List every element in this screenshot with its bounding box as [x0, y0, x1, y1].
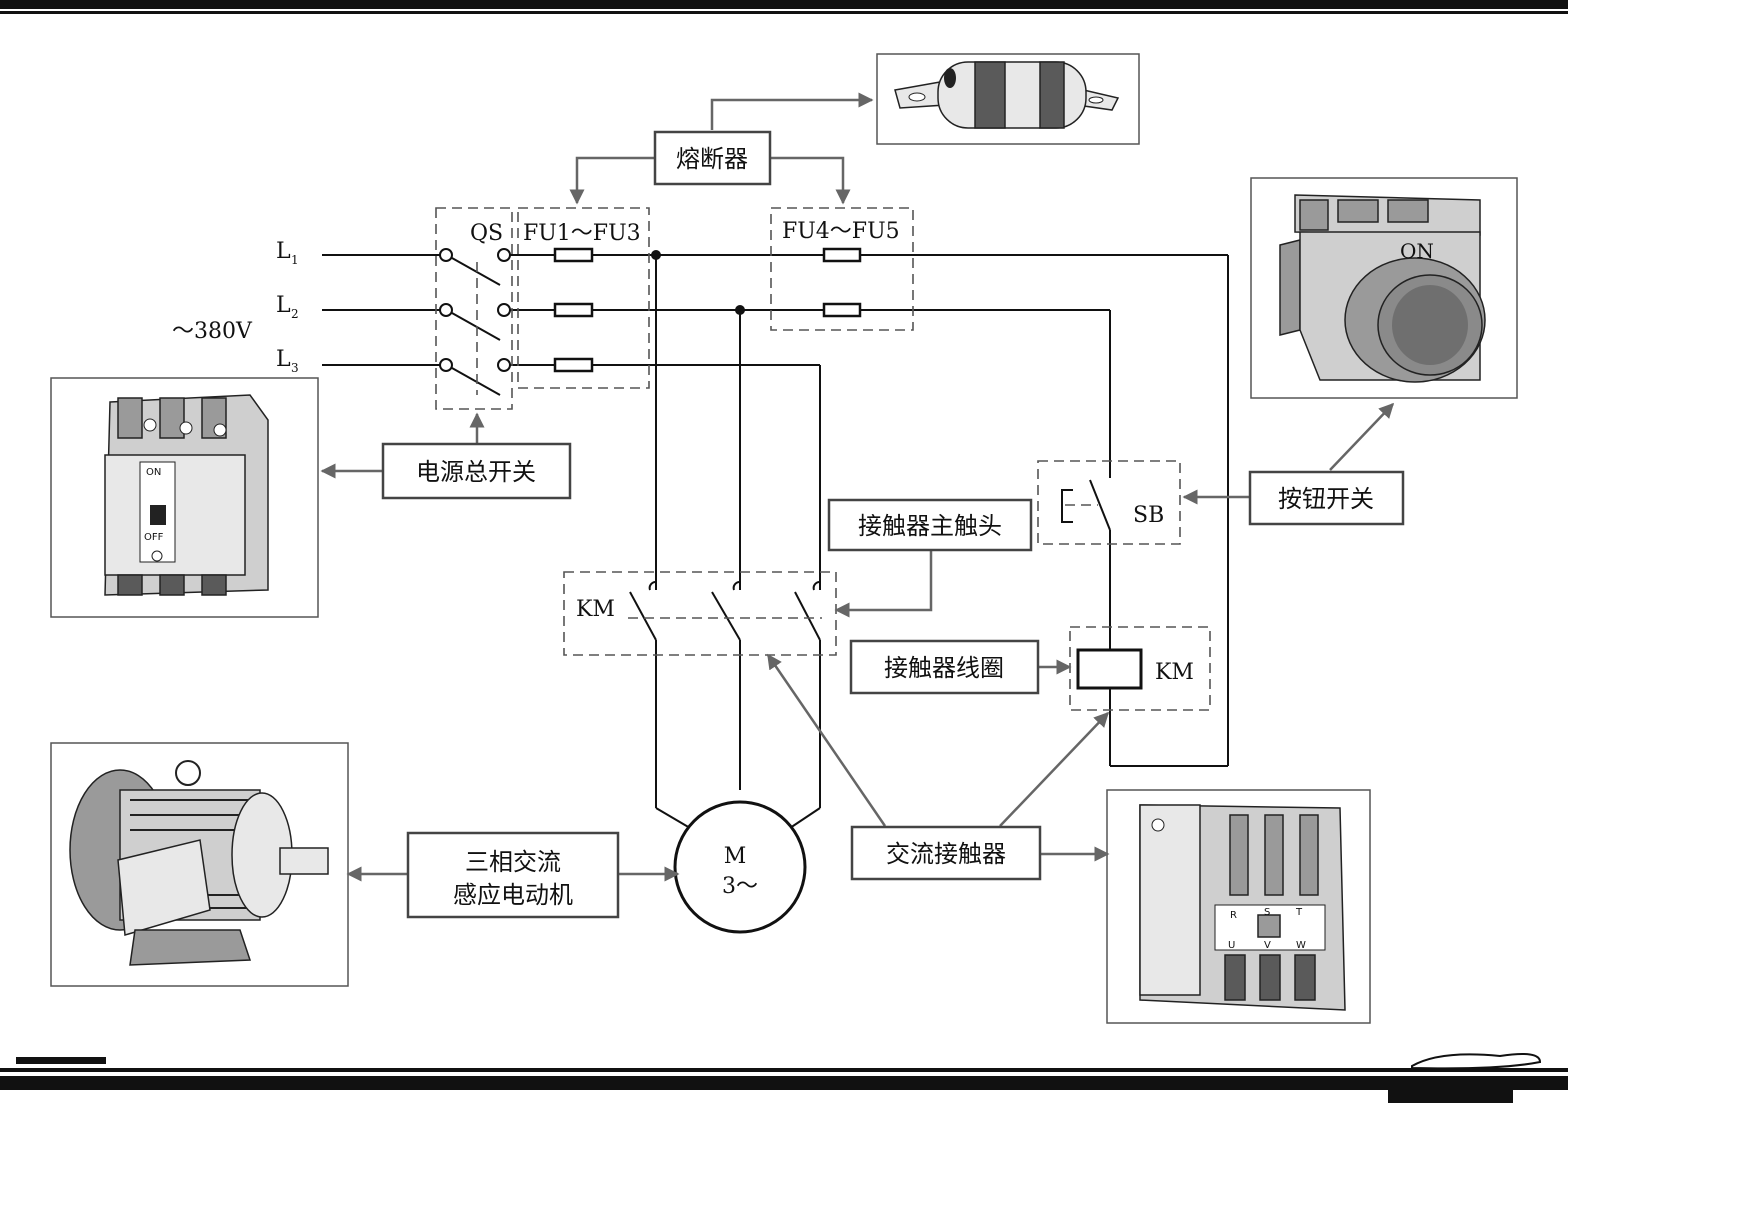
voltage-label: ～380V [172, 319, 253, 344]
ac-contactor-label: 交流接触器 [886, 840, 1006, 868]
button-on-text: ON [1400, 239, 1434, 263]
contactor-s-text: S [1264, 907, 1270, 918]
fuse-photo [876, 53, 1140, 145]
top-bar [0, 0, 1568, 9]
motor-m-label: M [724, 844, 747, 869]
power-switch-label-box: 电源总开关 [381, 442, 572, 500]
button-switch-label-box: 按钮开关 [1248, 470, 1405, 526]
contactor-coil-label-box: 接触器线圈 [849, 639, 1040, 695]
l2-sub: 2 [291, 307, 299, 321]
power-switch-label: 电源总开关 [416, 458, 536, 486]
contactor-t-text: T [1295, 907, 1303, 918]
button-switch-label: 按钮开关 [1278, 485, 1374, 513]
fuse-symbols [553, 247, 862, 373]
motor-label-box: 三相交流 感应电动机 [406, 831, 620, 919]
l1-label: L [276, 239, 291, 264]
motor-3-label: 3～ [722, 874, 758, 899]
bottom-left-mark [16, 1057, 106, 1064]
top-bar-thin [0, 11, 1568, 14]
l3-sub: 3 [291, 361, 299, 375]
contactor-w-text: W [1296, 940, 1306, 951]
circuit-diagram: ON ON OFF [0, 0, 1568, 1103]
fu1-fu3-label: FU1～FU3 [523, 221, 641, 246]
motor-label-line2: 感应电动机 [453, 881, 573, 909]
contactor-main-contact-label: 接触器主触头 [858, 512, 1002, 540]
terminals [439, 248, 511, 372]
ac-contactor-label-box: 交流接触器 [850, 825, 1042, 881]
bottom-bar [0, 1076, 1568, 1090]
contactor-r-text: R [1230, 910, 1237, 921]
contactor-v-text: V [1264, 940, 1271, 951]
bottom-bar-thin [0, 1068, 1568, 1072]
km-main-label: KM [576, 597, 615, 622]
bottom-right-ornament [1411, 1053, 1542, 1070]
breaker-photo: ON OFF [50, 377, 319, 618]
qs-label: QS [470, 221, 503, 246]
l3-label: L [276, 347, 291, 372]
fu4-fu5-label: FU4～FU5 [782, 219, 900, 244]
contactor-main-contact-label-box: 接触器主触头 [827, 498, 1033, 552]
bottom-right-mark [1388, 1088, 1513, 1103]
motor-photo [50, 742, 349, 987]
breaker-off-text: OFF [144, 532, 164, 543]
contactor-u-text: U [1228, 940, 1235, 951]
contactor-coil-label: 接触器线圈 [884, 654, 1004, 682]
push-button-photo: ON [1250, 177, 1518, 399]
fuse-label-box: 熔断器 [653, 130, 772, 186]
callout-arrows [320, 92, 1395, 882]
wiring [322, 250, 1229, 934]
contactor-photo: R S T U V W [1106, 789, 1371, 1024]
km-coil-label: KM [1155, 660, 1194, 685]
breaker-on-text: ON [146, 467, 161, 478]
l2-label: L [276, 293, 291, 318]
motor-label-line1: 三相交流 [465, 848, 561, 876]
fuse-label: 熔断器 [676, 145, 748, 173]
l1-sub: 1 [291, 253, 299, 267]
sb-label: SB [1133, 503, 1164, 528]
